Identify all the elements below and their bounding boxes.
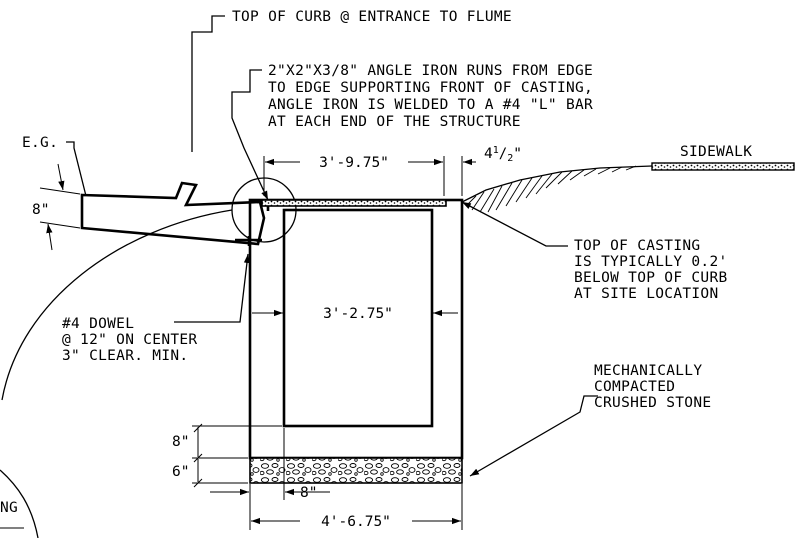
detail-callout-arc-lower	[0, 469, 39, 538]
casting-note-line-2: IS TYPICALLY 0.2'	[574, 254, 728, 270]
overall-width-label: 4'-6.75"	[321, 514, 391, 530]
stone-note-line-3: CRUSHED STONE	[594, 395, 711, 411]
dowel-note-line-1: #4 DOWEL	[62, 316, 134, 332]
sidewalk-note: SIDEWALK	[680, 144, 752, 160]
crushed-stone-layer	[249, 457, 463, 484]
flume-thk-ext-bottom	[39, 221, 81, 229]
inlet-structure-inner	[282, 208, 434, 428]
dowel-note-line-3: 3" CLEAR. MIN.	[62, 348, 188, 364]
wall-thickness-label: 8"	[300, 485, 317, 501]
existing-grade-leader	[66, 141, 87, 197]
angle-iron-note-line-3: ANGLE IRON IS WELDED TO A #4 "L" BAR	[268, 97, 593, 113]
inner-depth-label: 3'-2.75"	[323, 306, 393, 322]
flume-thk-dim-top	[57, 163, 65, 191]
base-slab-label: 8"	[172, 434, 189, 450]
casting-note-line-1: TOP OF CASTING	[574, 238, 700, 254]
angle-iron-note-line-4: AT EACH END OF THE STRUCTURE	[268, 114, 521, 130]
angle-iron-note-line-2: TO EDGE SUPPORTING FRONT OF CASTING,	[268, 80, 593, 96]
angle-iron-leader	[231, 69, 269, 201]
stone-note-line-1: MECHANICALLY	[594, 363, 702, 379]
stone-note-line-2: COMPACTED	[594, 379, 675, 395]
ground-hatch	[465, 165, 637, 213]
detail-callout-arc	[1, 209, 233, 401]
flume-thickness-label: 8"	[32, 202, 49, 218]
casting-note-line-4: AT SITE LOCATION	[574, 286, 718, 302]
stone-leader	[469, 395, 598, 477]
setback-label: 41/2"	[484, 145, 522, 164]
angle-iron-note-line-1: 2"X2"X3/8" ANGLE IRON RUNS FROM EDGE	[268, 63, 593, 79]
dowel-note-line-2: @ 12" ON CENTER	[62, 332, 197, 348]
setback-whole: 4	[484, 146, 493, 162]
casting-note-leader	[461, 201, 568, 247]
sidewalk-slab	[651, 162, 795, 171]
setback-num: 1	[493, 145, 499, 156]
ground-slope-line	[461, 165, 653, 203]
stone-depth-label: 6"	[172, 464, 189, 480]
inlet-structure-outer	[248, 198, 464, 460]
flume-thk-ext-top	[39, 187, 81, 195]
flume-slab	[80, 181, 266, 246]
existing-grade-note: E.G.	[22, 135, 58, 151]
curb-top-note: TOP OF CURB @ ENTRANCE TO FLUME	[232, 9, 512, 25]
setback-slash: /	[499, 146, 507, 162]
grate-casting	[261, 199, 447, 207]
casting-note-line-3: BELOW TOP OF CURB	[574, 270, 728, 286]
stone-depth-tick	[193, 478, 203, 488]
partial-cut-label: NG	[0, 500, 18, 516]
curb-top-leader	[191, 15, 225, 152]
casting-width-label: 3'-9.75"	[319, 155, 389, 171]
setback-den: 2	[507, 153, 513, 164]
setback-unit: "	[513, 146, 522, 162]
base-slab-tick	[193, 423, 203, 463]
dowel-leader	[174, 253, 251, 323]
flume-thk-dim-bottom	[46, 223, 53, 251]
